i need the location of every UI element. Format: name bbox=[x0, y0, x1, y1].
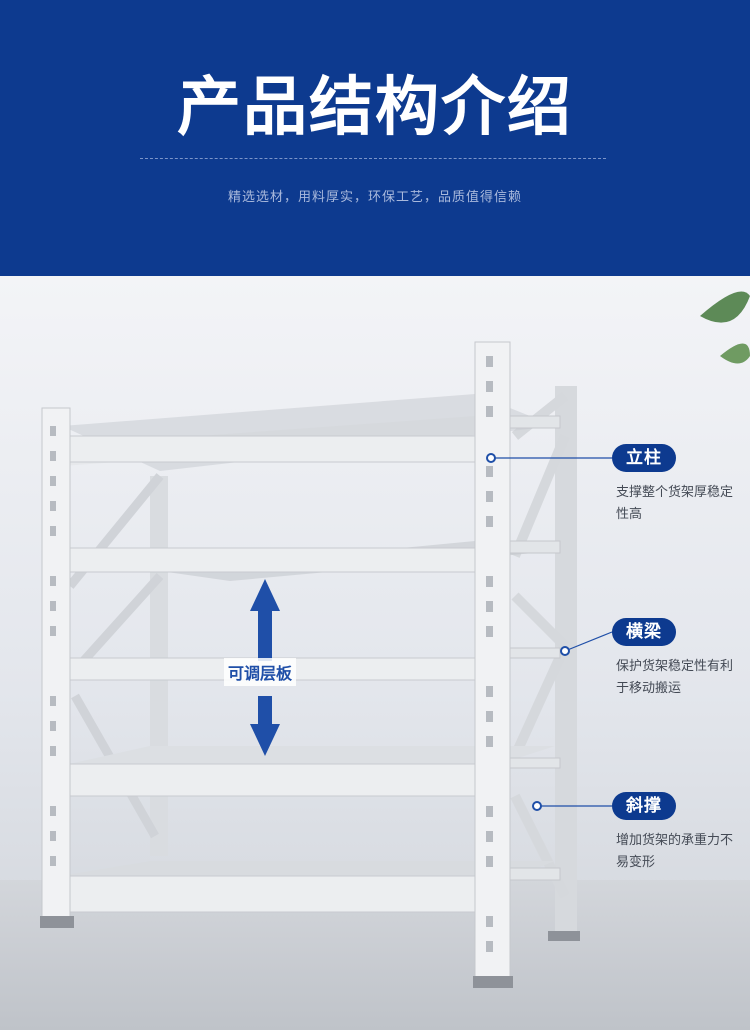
front-left-upright bbox=[40, 407, 74, 928]
callout-lines bbox=[491, 457, 613, 807]
callout-upright-desc: 支撑整个货架厚稳定性高 bbox=[616, 485, 734, 522]
upright-holes bbox=[50, 356, 493, 952]
adjustable-shelf-label: 可调层板 bbox=[224, 658, 297, 686]
adjust-arrows bbox=[250, 579, 280, 756]
callout-beam-desc: 保护货架稳定性有利于移动搬运 bbox=[616, 659, 734, 696]
back-foot bbox=[548, 931, 580, 941]
callout-brace-label: 斜撑 bbox=[612, 792, 676, 820]
front-right-upright bbox=[473, 341, 513, 988]
callout-beam-label: 横梁 bbox=[612, 618, 676, 646]
callout-dots bbox=[486, 453, 570, 811]
header-banner: 产品结构介绍 精选选材，用料厚实，环保工艺，品质值得信赖 bbox=[0, 0, 750, 276]
callout-upright-label: 立柱 bbox=[612, 444, 676, 472]
divider bbox=[140, 158, 606, 159]
side-beams bbox=[509, 415, 561, 881]
page-subtitle: 精选选材，用料厚实，环保工艺，品质值得信赖 bbox=[227, 190, 522, 205]
back-right-upright bbox=[555, 386, 577, 936]
shelf-rack-illustration bbox=[40, 291, 750, 988]
leaf-decoration bbox=[700, 291, 750, 364]
callout-brace-desc: 增加货架的承重力不易变形 bbox=[616, 833, 734, 870]
page-title: 产品结构介绍 bbox=[177, 71, 573, 145]
